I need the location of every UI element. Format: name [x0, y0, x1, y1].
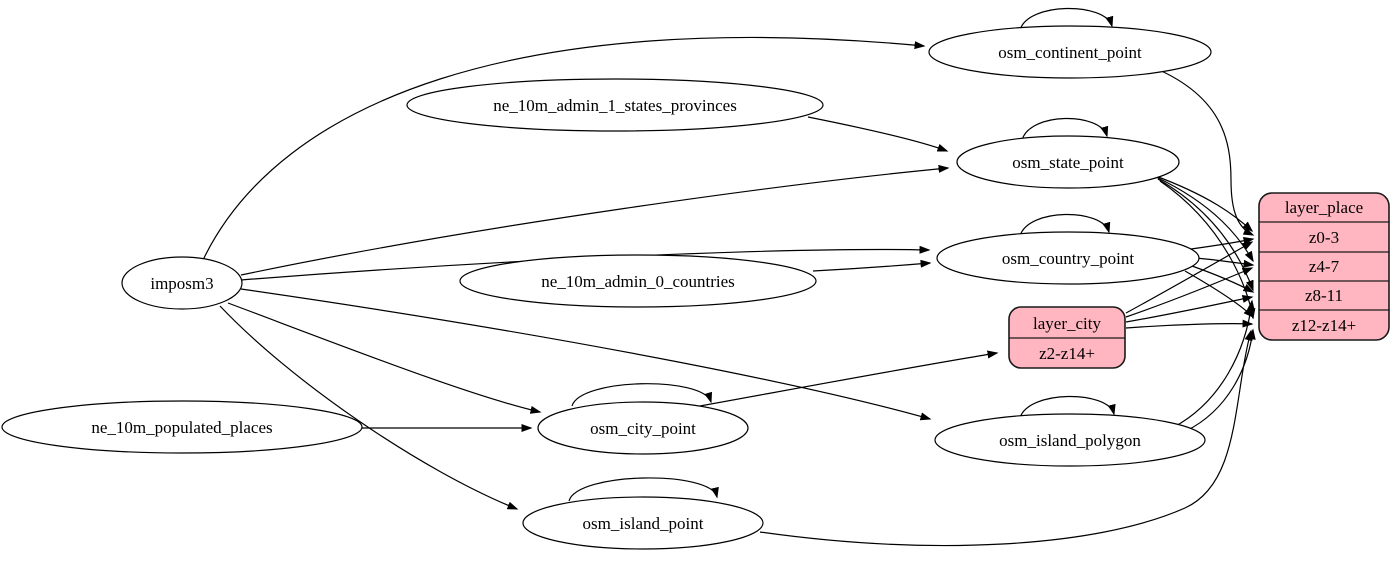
node-layer_city-title: layer_city — [1033, 314, 1101, 333]
edge-ne_10m_admin_0_countries-osm_country_point — [812, 259, 932, 272]
node-osm_country_point: osm_country_point — [936, 231, 1200, 285]
node-ne_10m_admin_1_states_provinces: ne_10m_admin_1_states_provinces — [406, 78, 824, 132]
node-osm_state_point-label: osm_state_point — [1012, 153, 1124, 172]
edge-layer_city-layer_place-z0-3 — [1125, 241, 1254, 314]
edge-imposm3-osm_island_point — [219, 305, 519, 510]
edge-osm_island_polygon-layer_place-z12-z14 — [1185, 328, 1256, 432]
nodes: imposm3 ne_10m_admin_1_states_provinces … — [1, 25, 1212, 550]
self-loop-osm_country_point — [1019, 213, 1111, 237]
self-loop-osm_island_point — [568, 477, 719, 502]
edge-osm_continent_point-layer_place-z0-3 — [1149, 65, 1255, 236]
node-imposm3-label: imposm3 — [150, 274, 213, 293]
node-layer_city: layer_city z2-z14+ — [1008, 306, 1126, 369]
edge-osm_island_polygon-layer_place-z8-11 — [1173, 299, 1255, 428]
node-ne_10m_populated_places: ne_10m_populated_places — [1, 400, 363, 454]
self-loop-osm_island_polygon — [1019, 395, 1116, 419]
edge-layer_city-layer_place-z12-z14 — [1125, 319, 1254, 329]
edge-osm_state_point-layer_place-z8-11 — [1157, 178, 1254, 292]
node-osm_state_point: osm_state_point — [956, 135, 1180, 189]
node-layer_place-row-z12-z14: z12-z14+ — [1292, 316, 1356, 335]
node-osm_island_point: osm_island_point — [522, 496, 764, 550]
node-layer_city-row-z2-z14: z2-z14+ — [1039, 344, 1095, 363]
edge-osm_country_point-layer_place-z0-3 — [1190, 236, 1255, 250]
node-ne_10m_admin_0_countries-label: ne_10m_admin_0_countries — [541, 272, 735, 291]
self-loop-osm_continent_point — [1019, 7, 1114, 31]
node-ne_10m_populated_places-label: ne_10m_populated_places — [91, 418, 272, 437]
self-loop-osm_state_point — [1021, 117, 1109, 141]
node-layer_place-row-z4-7: z4-7 — [1309, 257, 1340, 276]
node-osm_city_point: osm_city_point — [537, 401, 749, 455]
node-layer_place: layer_place z0-3 z4-7 z8-11 z12-z14+ — [1258, 192, 1390, 341]
node-layer_place-row-z8-11: z8-11 — [1305, 286, 1343, 305]
node-osm_country_point-label: osm_country_point — [1002, 249, 1134, 268]
node-osm_island_polygon-label: osm_island_polygon — [999, 431, 1141, 450]
node-osm_continent_point-label: osm_continent_point — [998, 43, 1142, 62]
edge-osm_country_point-layer_place-z4-7 — [1195, 257, 1255, 268]
node-layer_place-row-z0-3: z0-3 — [1309, 228, 1339, 247]
edge-layer_city-layer_place-z8-11 — [1125, 295, 1254, 323]
edge-osm_state_point-layer_place-z4-7 — [1155, 176, 1254, 263]
edge-imposm3-osm_continent_point — [202, 36, 926, 261]
node-osm_island_point-label: osm_island_point — [583, 514, 704, 533]
node-osm_continent_point: osm_continent_point — [928, 25, 1212, 79]
node-osm_city_point-label: osm_city_point — [590, 419, 696, 438]
node-ne_10m_admin_0_countries: ne_10m_admin_0_countries — [459, 254, 817, 308]
edge-osm_country_point-layer_place-z12-z14 — [1184, 270, 1255, 319]
node-osm_island_polygon: osm_island_polygon — [934, 413, 1206, 467]
edge-imposm3-osm_city_point — [227, 302, 542, 414]
edges — [202, 7, 1256, 547]
node-imposm3: imposm3 — [121, 256, 243, 310]
edge-imposm3-osm_island_polygon — [240, 288, 932, 421]
edge-layer_city-layer_place-z4-7 — [1125, 267, 1254, 318]
node-layer_place-title: layer_place — [1285, 198, 1363, 217]
node-ne_10m_admin_1_states_provinces-label: ne_10m_admin_1_states_provinces — [493, 96, 737, 115]
edge-imposm3-osm_state_point — [240, 164, 950, 276]
edge-osm_country_point-layer_place-z8-11 — [1191, 265, 1255, 293]
edge-ne_10m_admin_1_states_provinces-osm_state_point — [807, 116, 949, 152]
edge-osm_state_point-layer_place-z0-3 — [1152, 174, 1254, 233]
edge-osm_island_point-layer_place-z12-z14 — [759, 329, 1253, 547]
edge-osm_city_point-layer_city-z2-z14 — [699, 350, 999, 407]
self-loop-osm_city_point — [571, 383, 712, 407]
